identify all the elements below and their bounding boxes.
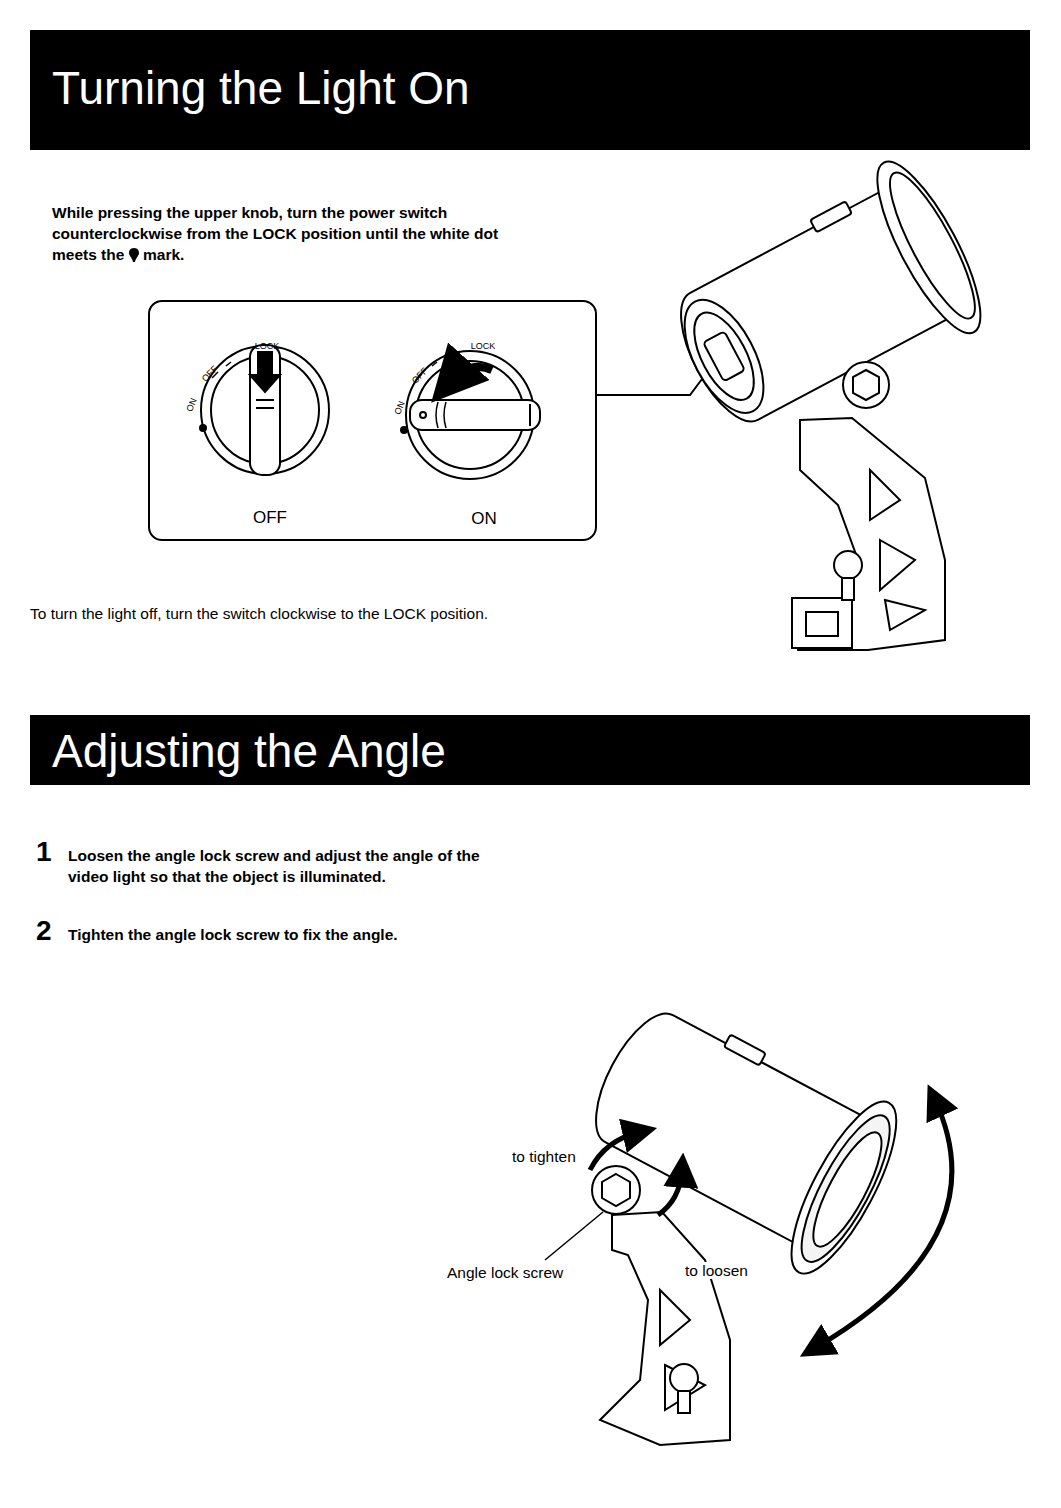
drawing-part bbox=[801, 1124, 893, 1254]
instruction-text: mark. bbox=[143, 246, 184, 263]
drawing-part bbox=[590, 1132, 640, 1170]
drawing-part bbox=[670, 1364, 698, 1392]
drawing-part bbox=[256, 407, 274, 409]
lamp-mark bbox=[129, 248, 139, 262]
drawing-part bbox=[792, 598, 852, 648]
section-title: Turning the Light On bbox=[52, 65, 470, 111]
drawing-part bbox=[834, 551, 862, 579]
drawing-part bbox=[592, 1166, 640, 1214]
drawing-part bbox=[401, 427, 407, 433]
switch-on-dial bbox=[401, 351, 540, 479]
drawing-part bbox=[668, 288, 779, 426]
drawing-part bbox=[250, 345, 280, 475]
drawing-part bbox=[545, 1212, 603, 1260]
callout-label: to tighten bbox=[510, 1148, 578, 1165]
drawing-part bbox=[810, 201, 852, 232]
motion-arrows bbox=[545, 1100, 952, 1348]
drawing-part bbox=[200, 425, 206, 431]
drawing-part bbox=[806, 612, 838, 636]
drawing-part bbox=[772, 1089, 915, 1287]
video-light-top bbox=[652, 150, 998, 650]
switch-label: LOCK bbox=[471, 342, 496, 351]
switch-label: OFF bbox=[410, 366, 429, 385]
drawing-part bbox=[859, 150, 999, 346]
drawing-part bbox=[678, 1391, 690, 1413]
part-label: Angle lock screw bbox=[445, 1264, 565, 1281]
drawing-part bbox=[600, 1212, 730, 1445]
step-text: Loosen the angle lock screw and adjust t… bbox=[68, 846, 508, 888]
switch-off-dial bbox=[200, 345, 329, 475]
drawing-part bbox=[567, 980, 915, 1287]
step-number: 2 bbox=[36, 916, 52, 947]
drawing-part bbox=[703, 331, 745, 381]
drawing-part bbox=[786, 1105, 905, 1272]
drawing-part bbox=[436, 402, 446, 428]
drawing-part bbox=[201, 346, 329, 474]
drawing-part bbox=[450, 367, 492, 382]
instruction-text: While pressing the upper knob, turn the … bbox=[52, 204, 498, 263]
drawing-part bbox=[602, 1174, 630, 1206]
drawing-part bbox=[658, 1170, 682, 1215]
drawing-part bbox=[652, 150, 998, 456]
drawing-part bbox=[870, 470, 925, 630]
switch-panel: LOCKOFFONOFFLOCKOFFONON bbox=[148, 300, 597, 541]
switch-label: ON bbox=[471, 510, 497, 527]
drawing-part bbox=[853, 370, 879, 400]
section-band: Turning the Light On bbox=[30, 30, 1030, 150]
drawing-part bbox=[792, 418, 945, 650]
leader-line bbox=[597, 375, 705, 395]
drawing-part bbox=[129, 248, 139, 262]
section-band: Adjusting the Angle bbox=[30, 715, 1030, 785]
drawing-part bbox=[724, 1034, 766, 1065]
drawing-part bbox=[529, 404, 531, 426]
switch-label: ON bbox=[393, 400, 406, 416]
video-light-bottom bbox=[567, 980, 915, 1445]
section-title: Adjusting the Angle bbox=[52, 728, 446, 774]
drawing-part bbox=[420, 412, 426, 418]
drawing-part bbox=[256, 399, 274, 401]
note-text: To turn the light off, turn the switch c… bbox=[30, 604, 510, 625]
drawing-part bbox=[410, 400, 540, 430]
step-text: Tighten the angle lock screw to fix the … bbox=[68, 925, 508, 946]
switch-label: LOCK bbox=[255, 342, 280, 351]
drawing-part bbox=[876, 164, 988, 328]
drawing-part bbox=[250, 352, 280, 392]
switch-label: OFF bbox=[200, 364, 219, 383]
drawing-part bbox=[815, 1100, 952, 1348]
switch-label: OFF bbox=[253, 509, 287, 526]
instruction-text: While pressing the upper knob, turn the … bbox=[52, 203, 522, 266]
switch-label: ON bbox=[185, 397, 198, 413]
drawing-part bbox=[842, 578, 854, 600]
callout-label: to loosen bbox=[683, 1262, 750, 1279]
step-number: 1 bbox=[36, 837, 52, 868]
drawing-part bbox=[682, 304, 766, 409]
drawing-part bbox=[843, 362, 889, 408]
